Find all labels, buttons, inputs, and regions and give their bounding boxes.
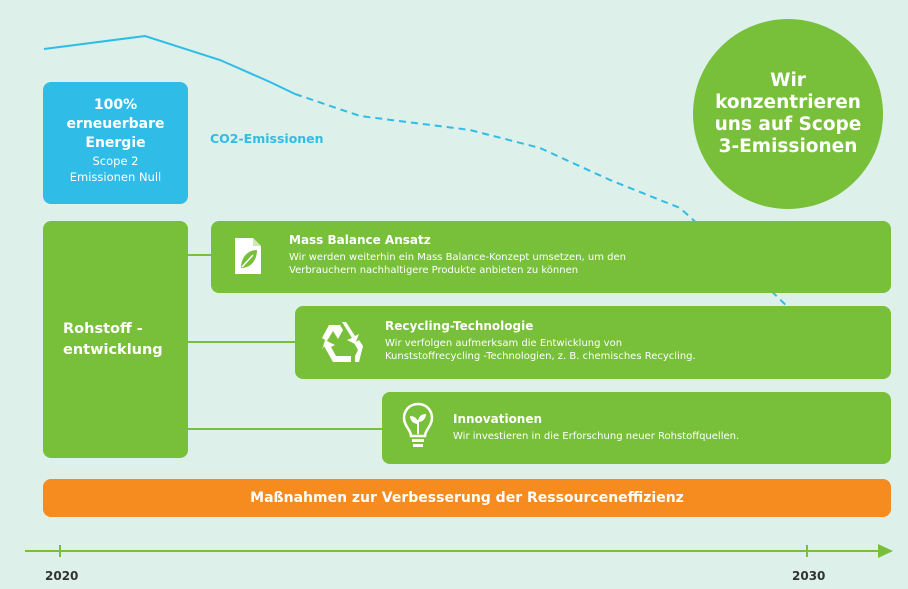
co2-emission-line-solid	[43, 34, 296, 95]
co2-label: CO2-Emissionen	[210, 131, 324, 146]
card-recycling-body-1: Wir verfolgen aufmerksam die Entwicklung…	[385, 338, 623, 349]
energy-line-2: erneuerbare	[66, 116, 165, 132]
card-innovation: Innovationen Wir investieren in die Erfo…	[382, 392, 891, 464]
card-innovation-title: Innovationen	[453, 412, 543, 426]
card-innovation-body-1: Wir investieren in die Erforschung neuer…	[453, 431, 740, 442]
card-recycling-body-2: Kunststoffrecycling -Technologien, z. B.…	[385, 351, 696, 362]
energy-line-3: Energie	[85, 135, 146, 151]
timeline-end-year: 2030	[792, 569, 826, 583]
card-mass-body-1: Wir werden weiterhin ein Mass Balance-Ko…	[289, 252, 626, 263]
recycling-icon	[322, 322, 363, 362]
scope3-text: Wir konzentrieren uns auf Scope 3-Emissi…	[714, 70, 862, 157]
leaf-document-icon	[235, 238, 261, 274]
raw-material-line-2: entwicklung	[63, 342, 163, 358]
raw-material-box: Rohstoff - entwicklung	[43, 221, 188, 458]
energy-line-1: 100%	[93, 97, 138, 113]
card-mass-balance: Mass Balance Ansatz Wir werden weiterhin…	[211, 221, 891, 293]
card-mass-body-2: Verbrauchern nachhaltigere Produkte anbi…	[289, 265, 579, 276]
energy-sub-2: Emissionen Null	[69, 170, 162, 184]
renewable-energy-box: 100% erneuerbare Energie Scope 2 Emissio…	[43, 82, 188, 204]
card-mass-title: Mass Balance Ansatz	[289, 233, 431, 247]
resource-efficiency-bar: Maßnahmen zur Verbesserung der Ressource…	[43, 479, 891, 517]
card-recycling: Recycling-Technologie Wir verfolgen aufm…	[295, 306, 891, 379]
raw-material-line-1: Rohstoff -	[63, 321, 143, 337]
resource-efficiency-label: Maßnahmen zur Verbesserung der Ressource…	[250, 490, 684, 506]
lightbulb-plant-icon	[402, 402, 434, 447]
timeline-start-year: 2020	[45, 569, 79, 583]
timeline-arrowhead	[878, 544, 893, 558]
scope3-circle: Wir konzentrieren uns auf Scope 3-Emissi…	[693, 19, 883, 209]
energy-sub-1: Scope 2	[92, 154, 139, 168]
card-recycling-title: Recycling-Technologie	[385, 319, 534, 333]
